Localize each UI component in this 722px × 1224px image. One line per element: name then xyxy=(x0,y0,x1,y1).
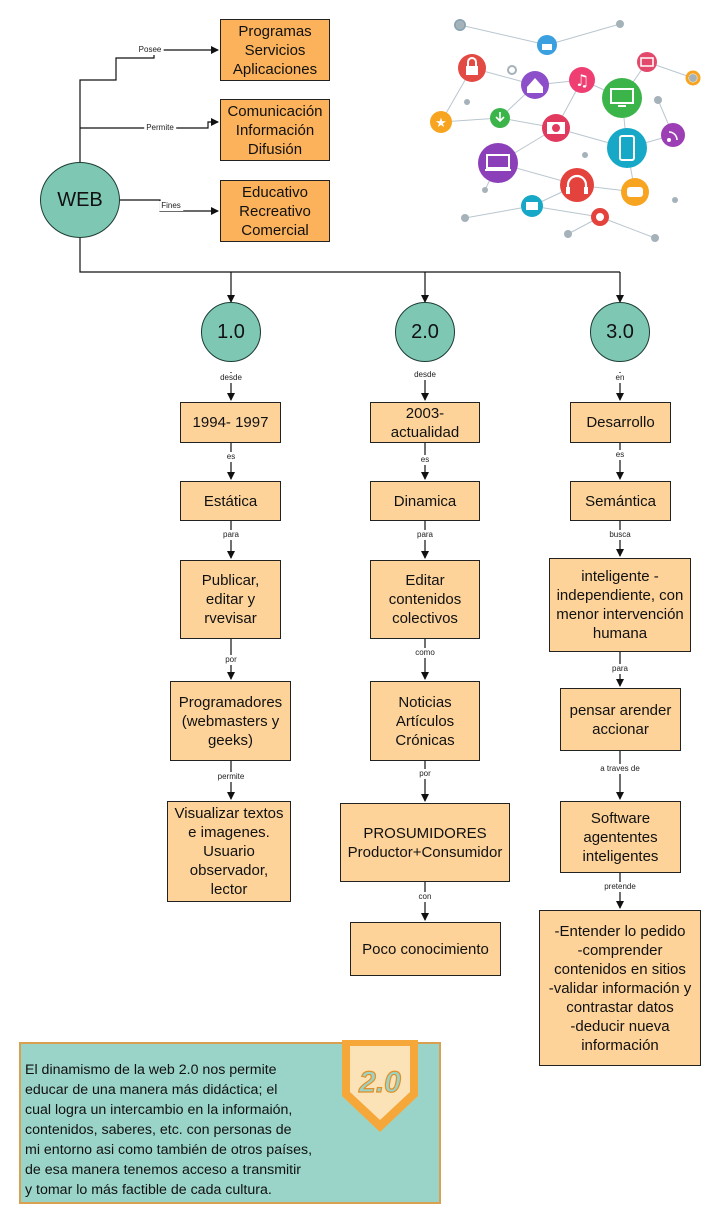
edge-label: como xyxy=(413,648,437,658)
box-v2-knowledge: Poco conocimiento xyxy=(350,922,501,976)
box-v1-type: Estática xyxy=(180,481,281,521)
svg-text:★: ★ xyxy=(435,116,447,131)
edge-label: es xyxy=(613,450,627,460)
headphones-icon xyxy=(560,168,594,202)
edge-label: por xyxy=(223,655,239,665)
edge-label: con xyxy=(416,892,434,902)
edge-label: para xyxy=(414,530,436,540)
ring-icon xyxy=(454,19,701,86)
box-v2-type: Dinamica xyxy=(370,481,480,521)
box-v1-actors: Programadores (webmasters y geeks) xyxy=(170,681,291,761)
edge-label: pretende xyxy=(602,882,638,892)
web-2-badge: 2.0 xyxy=(342,1040,418,1132)
edge-label: busca xyxy=(607,530,633,540)
box-v3-type: Semántica xyxy=(570,481,671,521)
box-programas: Programas Servicios Aplicaciones xyxy=(220,19,330,81)
edge-label: es xyxy=(418,455,432,465)
web-root-node: WEB xyxy=(40,162,120,238)
lock-icon xyxy=(458,54,486,82)
record-icon xyxy=(591,208,609,226)
mail-icon xyxy=(637,52,657,72)
monitor-icon xyxy=(602,78,642,118)
box-v3-purpose: pensar arender accionar xyxy=(560,688,681,751)
version-3-node: 3.0 xyxy=(590,302,650,362)
badge-label: 2.0 xyxy=(358,1066,401,1099)
edge-label-posee: Posee xyxy=(136,45,164,55)
edge-label-permite: Permite xyxy=(144,123,176,133)
network-illustration: ♫ ★ xyxy=(430,19,701,242)
box-v3-aims: -Entender lo pedido -comprender contenid… xyxy=(539,910,701,1066)
box-v3-stage: Desarrollo xyxy=(570,402,671,443)
box-v3-means: Software agententes inteligentes xyxy=(560,801,681,873)
phone-icon xyxy=(607,128,647,168)
version-1-node: 1.0 xyxy=(201,302,261,362)
like-icon xyxy=(537,35,557,55)
edge-label: para xyxy=(220,530,242,540)
video-icon xyxy=(521,195,543,217)
music-icon: ♫ xyxy=(569,67,595,93)
summary-note-text: El dinamismo de la web 2.0 nos permite e… xyxy=(25,1062,313,1198)
edge-label: es xyxy=(224,452,238,462)
edge-label-fines: Fines xyxy=(159,201,183,211)
rss-icon xyxy=(661,123,685,147)
box-v2-prosumers: PROSUMIDORES Productor+Consumidor xyxy=(340,803,510,882)
chat-icon xyxy=(621,178,649,206)
box-v1-purpose: Publicar, editar y rvevisar xyxy=(180,560,281,639)
box-v2-purpose: Editar contenidos colectivos xyxy=(370,560,480,639)
edge-label: desde xyxy=(412,370,438,380)
edge-label: permite xyxy=(215,772,247,782)
version-2-node: 2.0 xyxy=(395,302,455,362)
box-v1-result: Visualizar textos e imagenes. Usuario ob… xyxy=(167,801,291,902)
star-icon: ★ xyxy=(430,111,452,133)
edge-label: en xyxy=(613,373,627,383)
laptop-icon xyxy=(478,143,518,183)
edge-label: desde xyxy=(218,373,244,383)
home-icon xyxy=(521,71,549,99)
edge-label: para xyxy=(609,664,631,674)
box-v1-dates: 1994- 1997 xyxy=(180,402,281,443)
svg-text:♫: ♫ xyxy=(575,71,589,90)
camera-icon xyxy=(542,114,570,142)
box-v2-dates: 2003- actualidad xyxy=(370,402,480,443)
box-v3-goal: inteligente - independiente, con menor i… xyxy=(549,558,691,652)
edge-label: a traves de xyxy=(598,764,642,774)
box-v2-examples: Noticias Artículos Crónicas xyxy=(370,681,480,761)
box-comunicacion: Comunicación Información Difusión xyxy=(220,99,330,161)
edge-label: por xyxy=(417,769,433,779)
download-icon xyxy=(490,108,510,128)
box-educativo: Educativo Recreativo Comercial xyxy=(220,180,330,242)
